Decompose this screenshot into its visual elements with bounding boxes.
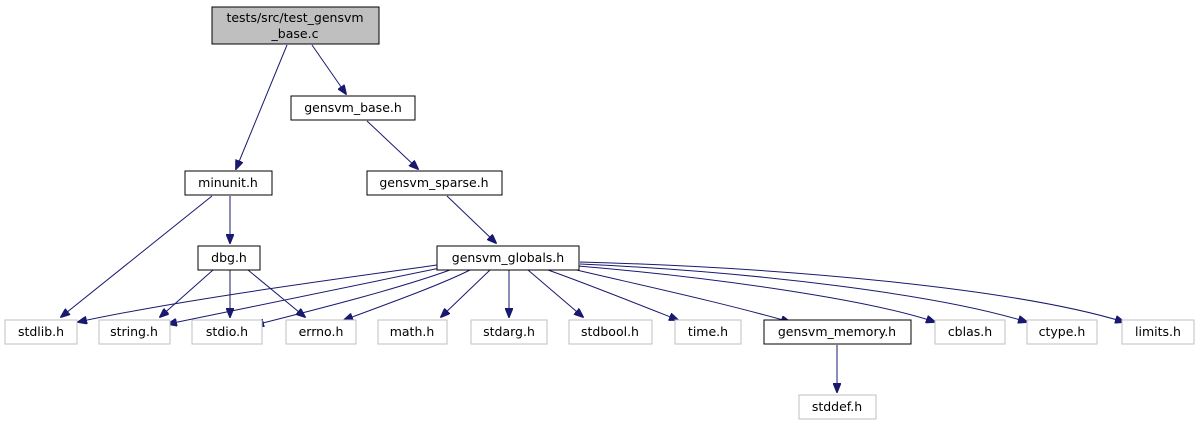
edge-gensvm-base-to-gensvm-sparse (366, 120, 418, 169)
node-ctype-h: ctype.h (1026, 319, 1098, 345)
node-label: stddef.h (812, 399, 862, 414)
node-gensvm-base-h[interactable]: gensvm_base.h (290, 95, 416, 121)
node-label: stdlib.h (18, 324, 64, 339)
edge-globals-to-ctype (579, 263, 1027, 322)
node-label: dbg.h (211, 250, 247, 265)
edge-root-to-gensvm-base (311, 44, 346, 94)
edge-globals-to-errno (344, 269, 471, 320)
node-stdbool-h: stdbool.h (568, 319, 653, 345)
node-stdio-h: stdio.h (191, 319, 263, 345)
node-label: cblas.h (948, 324, 992, 339)
node-stddef-h: stddef.h (798, 394, 877, 420)
node-label: gensvm_globals.h (452, 250, 564, 265)
edge-minunit-to-stdlib (61, 195, 213, 317)
edges (61, 44, 1124, 392)
node-label: math.h (390, 324, 435, 339)
node-label: minunit.h (198, 175, 258, 190)
node-label: stdarg.h (483, 324, 535, 339)
edge-dbg-to-errno (247, 269, 305, 317)
node-stdlib-h: stdlib.h (4, 319, 78, 345)
node-gensvm-sparse-h[interactable]: gensvm_sparse.h (366, 170, 503, 196)
node-label: gensvm_base.h (304, 100, 402, 115)
node-string-h: string.h (98, 319, 171, 345)
node-time-h: time.h (674, 319, 742, 345)
node-label: ctype.h (1039, 324, 1086, 339)
edge-dbg-to-string (160, 269, 214, 317)
edge-globals-to-stdio (255, 269, 451, 325)
edge-gensvm-sparse-to-gensvm-globals (446, 195, 496, 243)
node-minunit-h[interactable]: minunit.h (184, 170, 273, 196)
edge-globals-to-gensvm-memory (567, 267, 790, 322)
edge-globals-to-cblas (577, 265, 935, 322)
edge-globals-to-limits (579, 261, 1124, 322)
node-dbg-h[interactable]: dbg.h (197, 245, 261, 271)
node-label: string.h (110, 324, 158, 339)
node-limits-h: limits.h (1121, 319, 1195, 345)
edge-globals-to-stdlib (78, 264, 438, 322)
node-label: gensvm_memory.h (778, 324, 896, 339)
edge-globals-to-math (441, 269, 491, 317)
node-label: errno.h (299, 324, 344, 339)
node-label: gensvm_sparse.h (379, 175, 488, 190)
node-label: limits.h (1135, 324, 1181, 339)
node-gensvm-memory-h[interactable]: gensvm_memory.h (763, 319, 912, 345)
node-math-h: math.h (377, 319, 448, 345)
node-stdarg-h: stdarg.h (470, 319, 548, 345)
edge-globals-to-stdbool (527, 269, 583, 317)
node-gensvm-globals-h[interactable]: gensvm_globals.h (436, 245, 580, 271)
edge-root-to-minunit (236, 44, 288, 169)
node-errno-h: errno.h (285, 319, 357, 345)
node-cblas-h: cblas.h (934, 319, 1006, 345)
node-label: time.h (688, 324, 728, 339)
node-root-label-line2: _base.c (271, 26, 319, 41)
node-label: stdbool.h (581, 324, 639, 339)
node-root-file[interactable]: tests/src/test_gensvm _base.c (211, 6, 380, 45)
edge-globals-to-string (168, 267, 441, 324)
node-label: stdio.h (206, 324, 248, 339)
node-root-label-line1: tests/src/test_gensvm (226, 10, 363, 25)
edge-globals-to-time (547, 269, 678, 320)
